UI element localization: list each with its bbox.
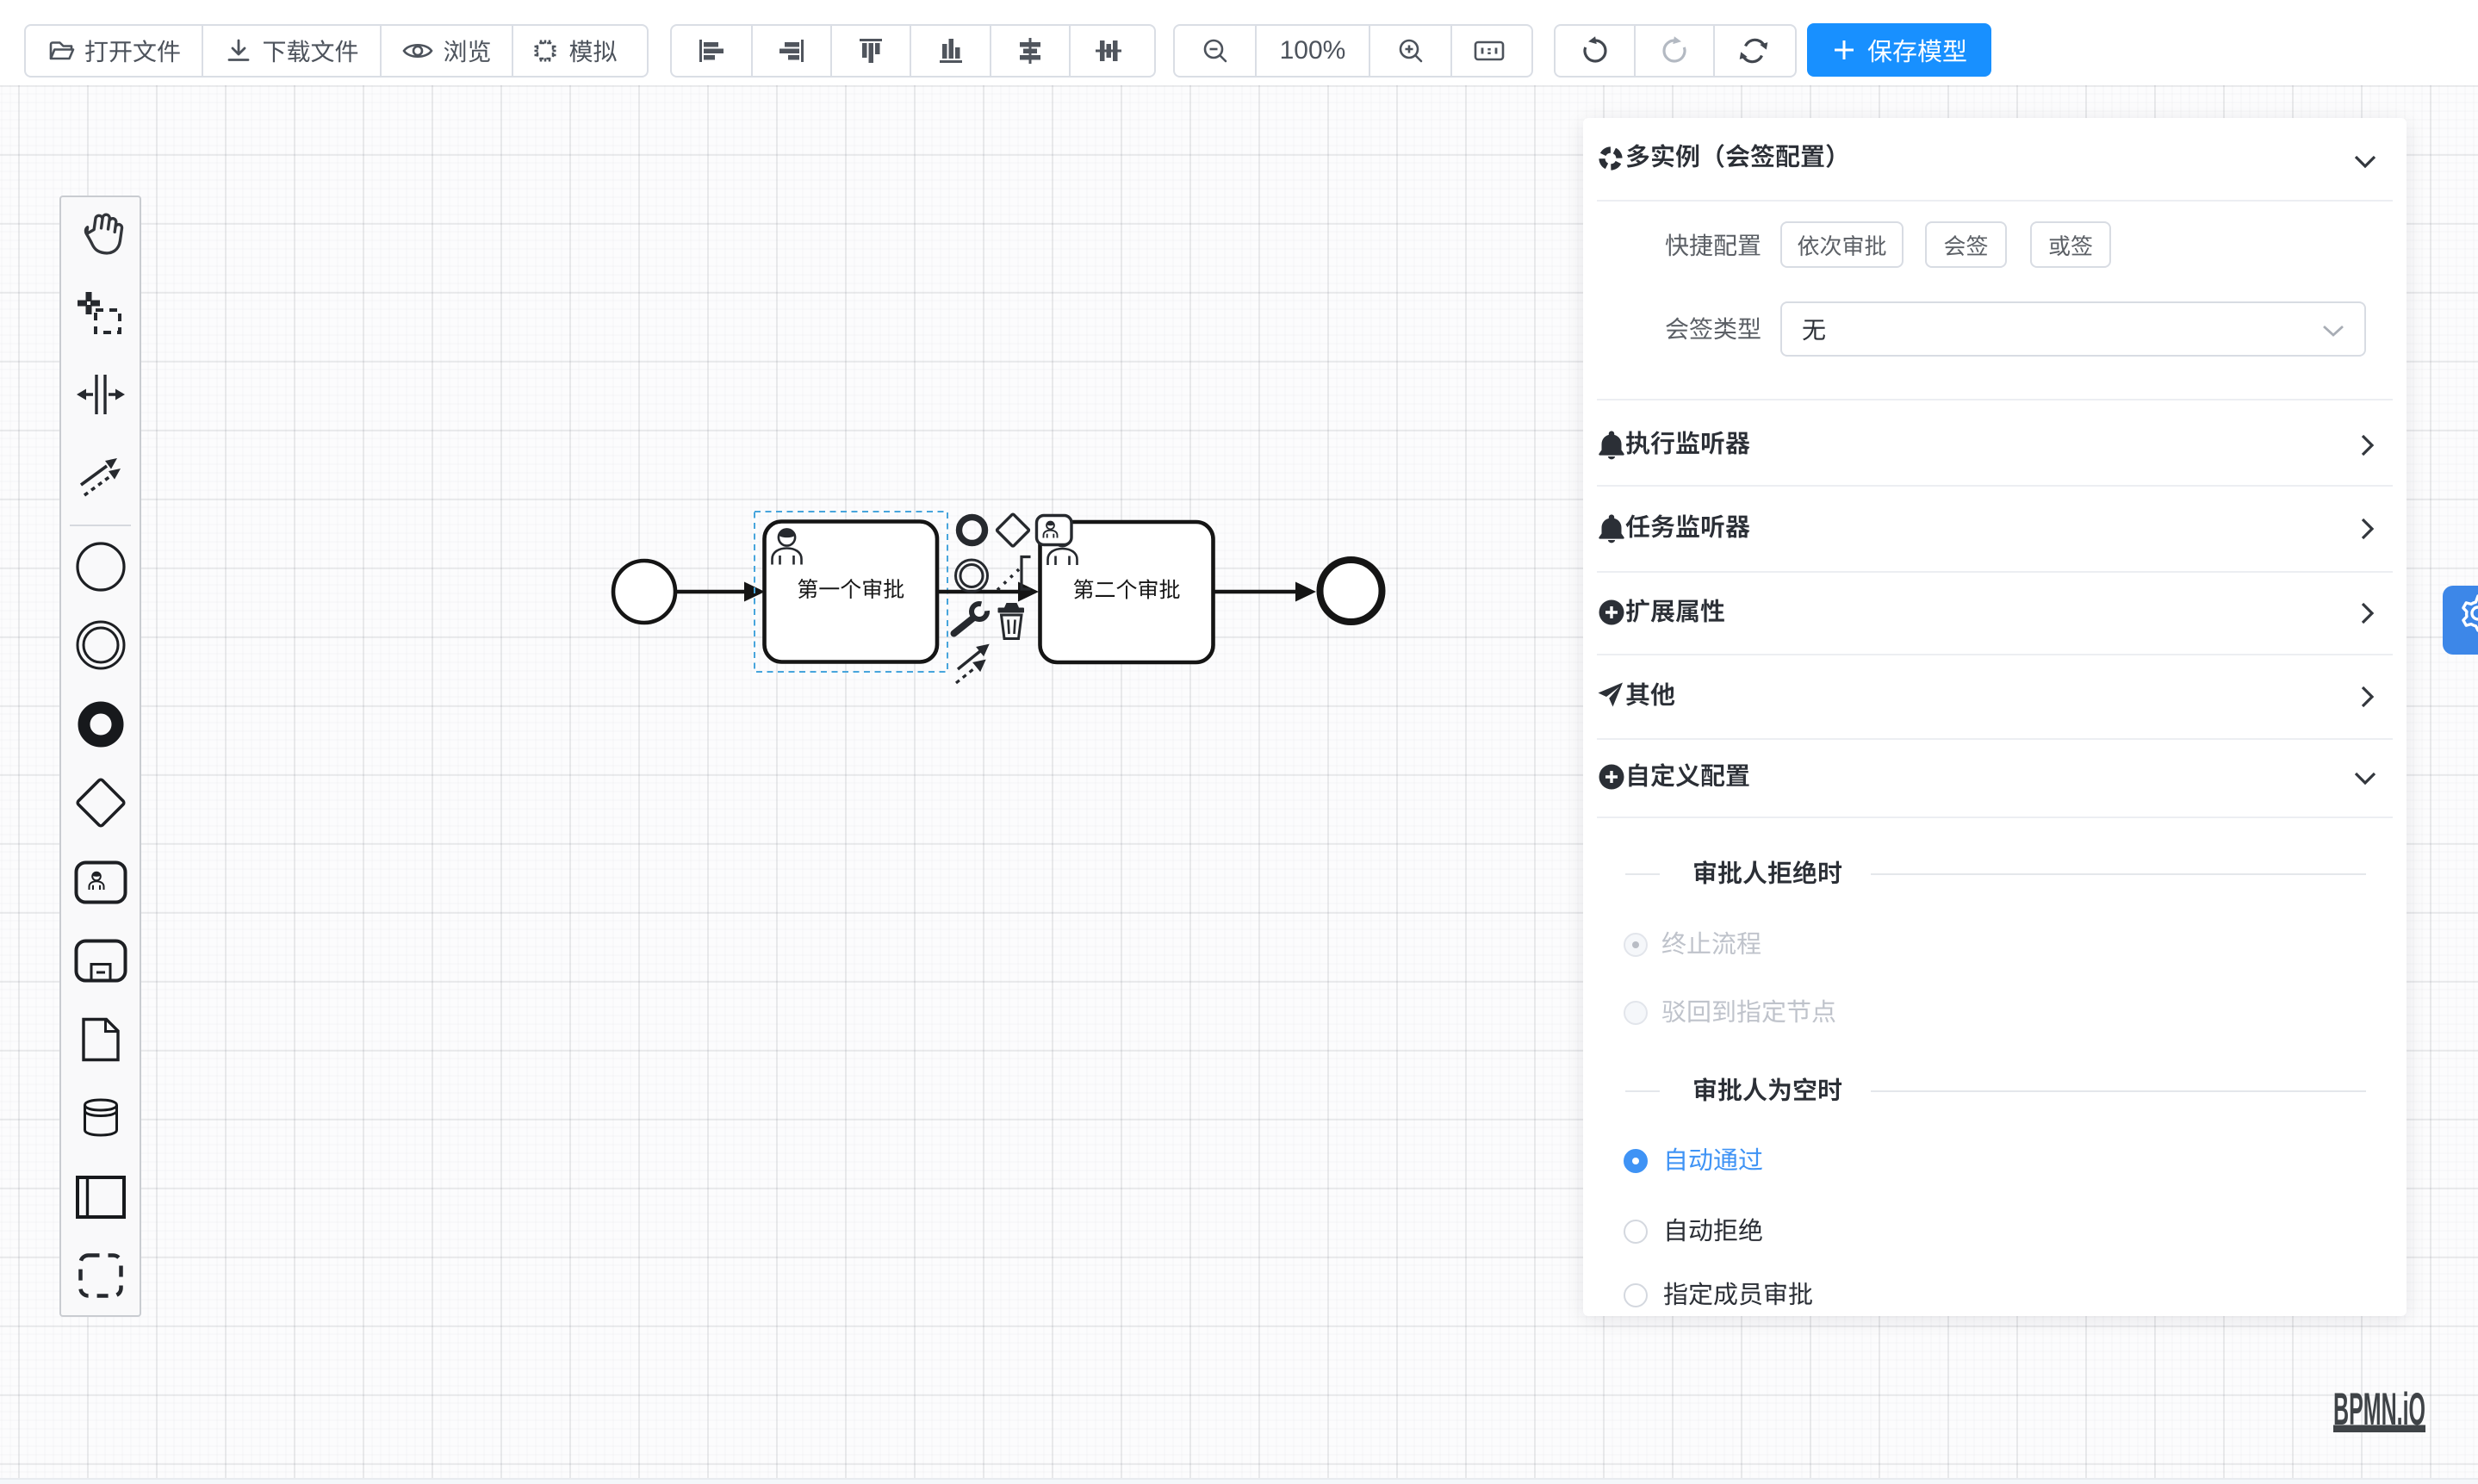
svg-text:第一个审批: 第一个审批	[797, 578, 904, 602]
svg-text:第二个审批: 第二个审批	[1072, 579, 1180, 603]
